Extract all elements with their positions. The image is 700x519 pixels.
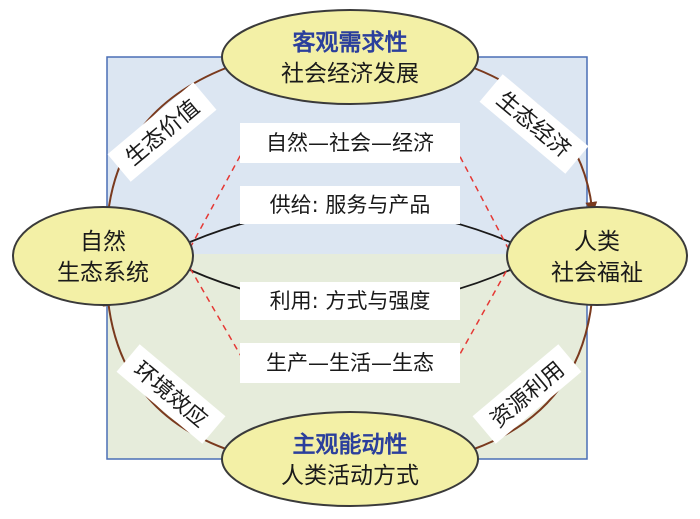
box-upper-dashed-text: 自然—社会—经济 (266, 131, 434, 155)
node-top: 客观需求性 社会经济发展 (221, 9, 479, 105)
dashed-line-3 (189, 267, 246, 364)
dashed-line-4 (454, 267, 509, 364)
node-bottom-subtitle: 人类活动方式 (281, 463, 419, 489)
dashed-line-2 (454, 146, 509, 249)
node-right-line2: 社会福祉 (551, 260, 643, 286)
dashed-line-1 (189, 146, 246, 249)
node-right-line1: 人类 (574, 229, 620, 255)
node-left-line2: 生态系统 (57, 260, 149, 286)
node-left: 自然 生态系统 (12, 206, 194, 306)
node-top-subtitle: 社会经济发展 (281, 61, 419, 87)
node-bottom-title: 主观能动性 (293, 431, 408, 458)
node-right: 人类 社会福祉 (506, 206, 688, 306)
box-upper-dashed (240, 123, 460, 163)
node-left-line1: 自然 (80, 229, 126, 255)
box-lower-dashed-text: 生产—生活—生态 (266, 351, 434, 375)
box-lower-link (240, 282, 460, 320)
box-upper-link-text: 供给: 服务与产品 (270, 193, 431, 217)
box-lower-link-text: 利用: 方式与强度 (270, 289, 431, 313)
node-top-title: 客观需求性 (293, 29, 408, 56)
box-lower-dashed (240, 343, 460, 383)
node-bottom: 主观能动性 人类活动方式 (221, 411, 479, 507)
box-upper-link (240, 186, 460, 224)
